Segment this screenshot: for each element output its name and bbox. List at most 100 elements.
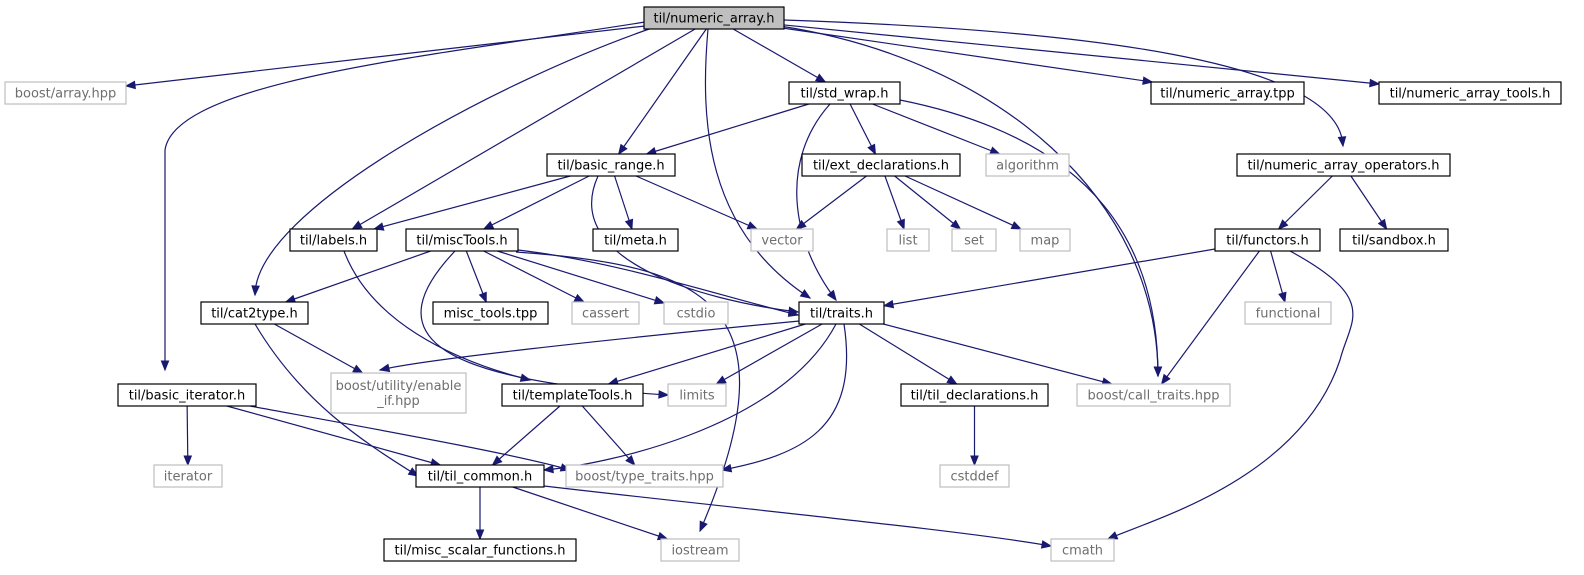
edge-basic_range_h-to-miscTools_h: [482, 175, 590, 230]
node-label: cstdio: [677, 307, 716, 322]
node-box: [415, 464, 545, 488]
node-til-common-h[interactable]: til/til_common.h: [415, 464, 545, 488]
arrowhead: [1106, 531, 1119, 540]
node-basic-iterator-h[interactable]: til/basic_iterator.h: [117, 383, 257, 407]
arrowhead: [653, 296, 666, 305]
node-label: cassert: [582, 307, 629, 322]
node-numeric-array-operators-h[interactable]: til/numeric_array_operators.h: [1236, 153, 1451, 177]
arrowhead: [378, 363, 391, 373]
node-ext-declarations-h[interactable]: til/ext_declarations.h: [801, 153, 961, 177]
node-label: til/misc_scalar_functions.h: [395, 544, 566, 559]
arrowhead: [1160, 373, 1171, 386]
node-box: [643, 6, 785, 30]
arrowhead: [352, 364, 364, 374]
arrowhead: [658, 390, 670, 399]
arrowhead: [251, 285, 260, 297]
edge-basic_range_h-to-meta_h: [614, 175, 634, 231]
node-label: til/ext_declarations.h: [813, 159, 949, 174]
arrowhead: [1153, 366, 1163, 378]
arrowhead: [746, 221, 759, 230]
node-box: [667, 383, 727, 407]
edge-numeric_array_h-to-boost_array_hpp: [124, 25, 645, 90]
node-label: til/miscTools.h: [416, 234, 507, 249]
node-cat2type-h[interactable]: til/cat2type.h: [200, 301, 309, 325]
node-miscTools-h[interactable]: til/miscTools.h: [405, 228, 519, 252]
node-misc-tools-tpp[interactable]: misc_tools.tpp: [432, 301, 549, 325]
edge-numeric_array_operators_h-to-sandbox_h: [1350, 175, 1388, 231]
arrowhead: [950, 219, 962, 230]
node-label: til/functors.h: [1226, 234, 1308, 249]
node-labels-h[interactable]: til/labels.h: [289, 228, 378, 252]
node-cstddef: cstddef: [939, 464, 1010, 488]
node-basic-range-h[interactable]: til/basic_range.h: [546, 153, 676, 177]
arrowhead: [720, 463, 733, 473]
node-box: [571, 301, 640, 325]
node-templateTools-h[interactable]: til/templateTools.h: [501, 383, 644, 407]
node-box: [788, 81, 901, 105]
node-functional: functional: [1244, 301, 1332, 325]
edge-ext_declarations_h-to-vector: [795, 175, 867, 230]
node-boost-array-hpp: boost/array.hpp: [4, 81, 127, 105]
edge-numeric_array_h-to-cat2type_h: [251, 26, 656, 297]
node-label: til/numeric_array.tpp: [1160, 87, 1294, 102]
node-box: [405, 228, 519, 252]
node-label: list: [898, 234, 917, 249]
node-meta-h[interactable]: til/meta.h: [592, 228, 679, 252]
node-box: [1214, 228, 1321, 252]
node-label: til/templateTools.h: [513, 389, 633, 404]
arrowhead: [542, 464, 554, 474]
node-label: set: [964, 234, 984, 249]
node-box: [200, 301, 309, 325]
node-label: til/basic_iterator.h: [129, 389, 246, 404]
edge-functors_h-to-boost_call_traits_hpp: [1160, 250, 1260, 386]
node-label: iterator: [164, 470, 213, 485]
node-box: [330, 372, 467, 414]
arrowhead: [1337, 136, 1347, 148]
nodes-layer: til/numeric_array.h boost/array.hpp til/ba…: [4, 6, 1562, 562]
arrowhead: [882, 299, 895, 309]
node-std-wrap-h[interactable]: til/std_wrap.h: [788, 81, 901, 105]
node-label: functional: [1256, 307, 1321, 322]
arrowhead: [573, 293, 586, 303]
node-box: [117, 383, 257, 407]
node-label: cmath: [1062, 544, 1103, 559]
edge-std_wrap_h-to-boost_call_traits_hpp: [899, 99, 1163, 378]
edge-basic_iterator_h-to-iterator: [183, 405, 193, 467]
node-numeric-array-tpp[interactable]: til/numeric_array.tpp: [1150, 81, 1305, 105]
node-label: til/basic_range.h: [557, 159, 664, 174]
node-misc-scalar-functions-h[interactable]: til/misc_scalar_functions.h: [383, 538, 577, 562]
node-cmath: cmath: [1050, 538, 1115, 562]
node-box: [153, 464, 223, 488]
edge-traits_h-to-templateTools_h: [607, 323, 806, 386]
node-functors-h[interactable]: til/functors.h: [1214, 228, 1321, 252]
arrowhead: [814, 73, 827, 83]
edge-numeric_array_h-to-numeric_array_tools_h: [783, 24, 1381, 88]
edge-miscTools_h-to-traits_h: [517, 249, 800, 317]
node-til-declarations-h[interactable]: til/til_declarations.h: [900, 383, 1049, 407]
node-label: til/cat2type.h: [211, 307, 298, 322]
edge-numeric_array_h-to-basic_range_h: [617, 28, 707, 156]
edge-til_common_h-to-misc_scalar_functions_h: [475, 487, 485, 541]
arrowhead: [372, 222, 385, 231]
arrowhead: [625, 455, 636, 467]
node-traits-h[interactable]: til/traits.h: [798, 301, 885, 325]
arrowhead: [284, 294, 297, 303]
edges-layer: [124, 19, 1388, 549]
edge-std_wrap_h-to-algorithm: [872, 103, 1001, 155]
node-label: til/numeric_array_operators.h: [1247, 159, 1439, 174]
arrowhead: [160, 360, 170, 372]
node-box: [663, 301, 729, 325]
node-sandbox-h[interactable]: til/sandbox.h: [1339, 228, 1449, 252]
node-numeric-array-tools-h[interactable]: til/numeric_array_tools.h: [1378, 81, 1562, 105]
node-numeric-array-h[interactable]: til/numeric_array.h: [643, 6, 785, 30]
arrowhead: [896, 218, 905, 231]
arrowhead: [989, 146, 1001, 155]
arrowhead: [787, 308, 800, 317]
node-box: [801, 153, 961, 177]
arrowhead: [1040, 540, 1053, 549]
node-label: vector: [761, 234, 803, 249]
arrowhead: [715, 375, 727, 385]
node-box: [4, 81, 127, 105]
edge-std_wrap_h-to-basic_range_h: [645, 103, 810, 156]
edge-til_common_h-to-iostream: [512, 486, 669, 541]
